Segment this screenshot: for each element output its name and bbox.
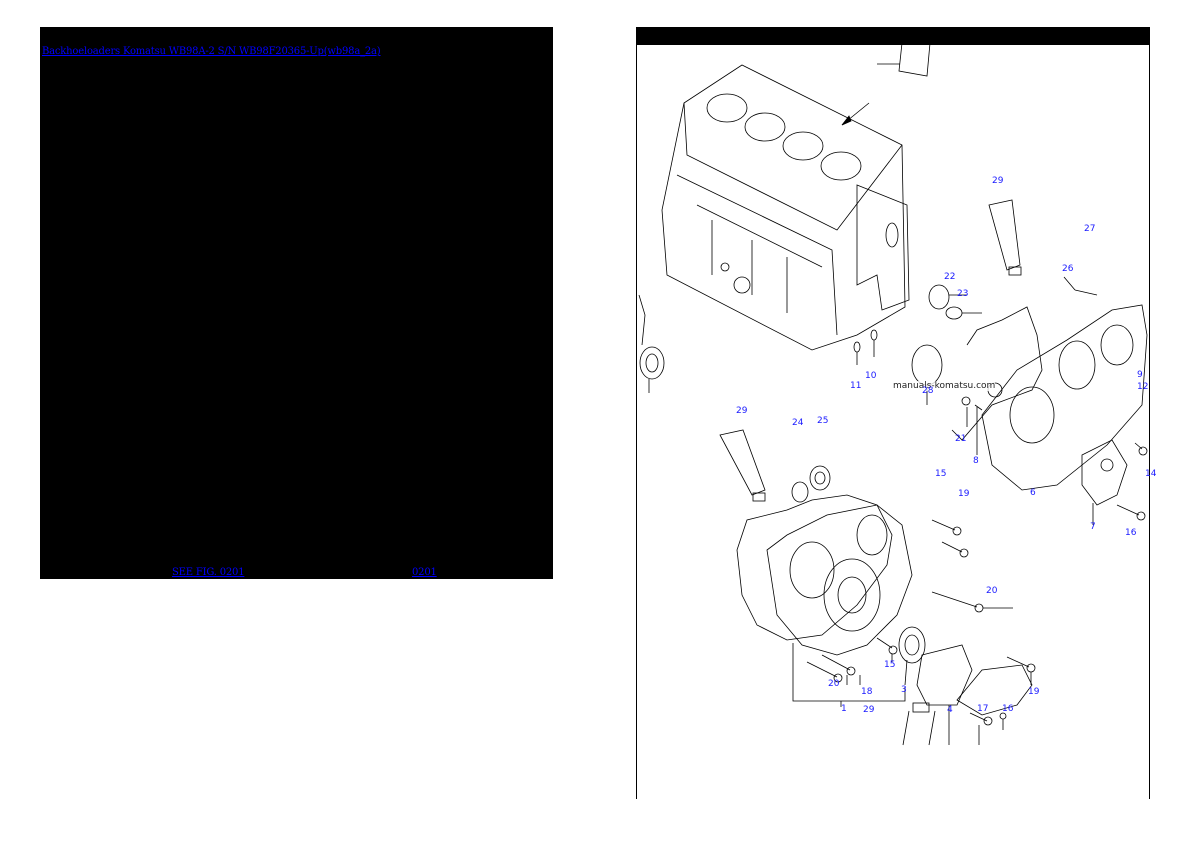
part-callout: 6 [1030, 488, 1036, 498]
part-callout: 15 [884, 660, 896, 670]
title-link[interactable]: Backhoeloaders Komatsu WB98A-2 S/N WB98F… [42, 46, 381, 57]
part-callout: 26 [1062, 264, 1074, 274]
part-callout: 17 [977, 704, 989, 714]
part-callout: 19 [958, 489, 970, 499]
part-callout: 22 [944, 272, 956, 282]
part-callout: 12 [1137, 382, 1149, 392]
left-panel: Backhoeloaders Komatsu WB98A-2 S/N WB98F… [40, 27, 553, 579]
part-callout: 29 [992, 176, 1004, 186]
engine-exploded-view-drawing [638, 42, 1148, 746]
part-callout: 28 [922, 386, 934, 396]
diagram-header-bar [637, 27, 1149, 45]
watermark-text: manuals-komatsu.com [893, 381, 996, 391]
part-callout: 20 [986, 586, 998, 596]
part-callout: 29 [736, 406, 748, 416]
figure-number-link[interactable]: 0201 [412, 567, 437, 578]
part-callout: 24 [792, 418, 804, 428]
part-callout: 25 [817, 416, 829, 426]
part-callout: 4 [947, 705, 953, 715]
part-callout: 20 [828, 679, 840, 689]
see-fig-link[interactable]: SEE FIG. 0201 [172, 567, 245, 578]
part-callout: 23 [957, 289, 969, 299]
part-callout: 9 [1137, 370, 1143, 380]
part-callout: 27 [1084, 224, 1096, 234]
part-callout: 7 [1090, 522, 1096, 532]
part-callout: 21 [955, 434, 967, 444]
part-callout: 16 [1002, 704, 1014, 714]
part-callout: 1 [841, 704, 847, 714]
part-callout: 29 [863, 705, 875, 715]
part-callout: 11 [850, 381, 862, 391]
part-callout: 18 [861, 687, 873, 697]
part-callout: 16 [1125, 528, 1137, 538]
part-callout: 19 [1028, 687, 1040, 697]
part-callout: 3 [901, 685, 907, 695]
part-callout: 15 [935, 469, 947, 479]
part-callout: 10 [865, 371, 877, 381]
part-callout: 8 [973, 456, 979, 466]
part-callout: 14 [1145, 469, 1157, 479]
